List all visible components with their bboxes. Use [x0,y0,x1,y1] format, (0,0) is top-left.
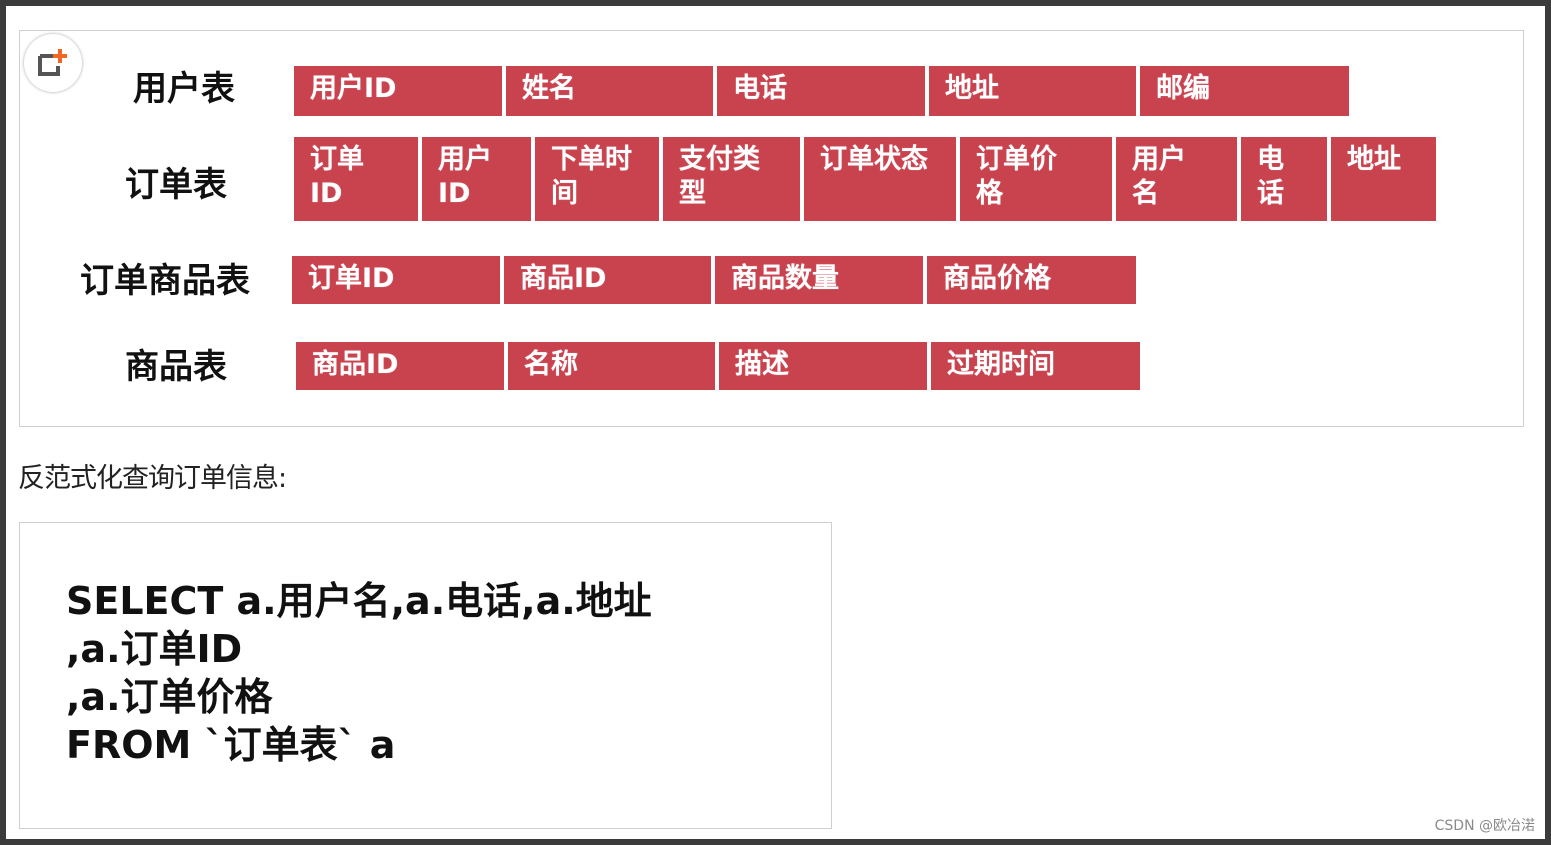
field-cell: 订单价 格 [960,137,1112,221]
slide-page: 用户表 用户ID 姓名 电话 地址 邮编 订单表 订单 ID 用户 ID 下单时… [6,6,1545,839]
table-label-users: 用户表 [133,69,235,109]
field-cell: 商品ID [296,342,504,390]
add-note-icon [38,49,67,76]
field-cell: 姓名 [506,66,713,116]
sql-line: ,a.订单价格 [66,675,273,719]
table-label-products: 商品表 [125,347,227,387]
watermark: CSDN @欧冶渃 [1434,818,1535,834]
field-cell: 订单ID [292,256,500,304]
field-cell: 用户 名 [1116,137,1237,221]
field-cell: 订单状态 [804,137,956,221]
table-label-orders: 订单表 [125,165,227,205]
field-cell: 邮编 [1140,66,1349,116]
table-label-order-items: 订单商品表 [80,261,250,301]
field-cell: 订单 ID [294,137,418,221]
schema-panel: 用户表 用户ID 姓名 电话 地址 邮编 订单表 订单 ID 用户 ID 下单时… [19,30,1524,427]
sql-line: SELECT a.用户名,a.电话,a.地址 [66,579,652,623]
sql-panel: SELECT a.用户名,a.电话,a.地址 ,a.订单ID ,a.订单价格 F… [19,522,832,829]
sql-code: SELECT a.用户名,a.电话,a.地址 ,a.订单ID ,a.订单价格 F… [66,577,652,769]
field-cell: 过期时间 [931,342,1140,390]
field-cell: 商品ID [504,256,711,304]
sql-line: ,a.订单ID [66,627,243,671]
sql-line: FROM `订单表` a [66,723,396,767]
add-note-badge[interactable] [24,34,82,92]
field-cell: 名称 [508,342,715,390]
field-cell: 商品价格 [927,256,1136,304]
field-cell: 电话 [717,66,925,116]
field-cell: 电 话 [1241,137,1327,221]
field-cell: 地址 [929,66,1136,116]
field-cell: 用户ID [294,66,502,116]
users-fields-row: 用户ID 姓名 电话 地址 邮编 [294,66,1349,116]
products-fields-row: 商品ID 名称 描述 过期时间 [296,342,1140,390]
field-cell: 下单时 间 [535,137,659,221]
field-cell: 用户 ID [422,137,531,221]
field-cell: 商品数量 [715,256,923,304]
field-cell: 支付类 型 [663,137,800,221]
field-cell: 地址 [1331,137,1436,221]
field-cell: 描述 [719,342,927,390]
order-items-fields-row: 订单ID 商品ID 商品数量 商品价格 [292,256,1136,304]
caption-text: 反范式化查询订单信息: [18,463,287,494]
orders-fields-row: 订单 ID 用户 ID 下单时 间 支付类 型 订单状态 订单价 格 用户 名 … [294,137,1436,221]
